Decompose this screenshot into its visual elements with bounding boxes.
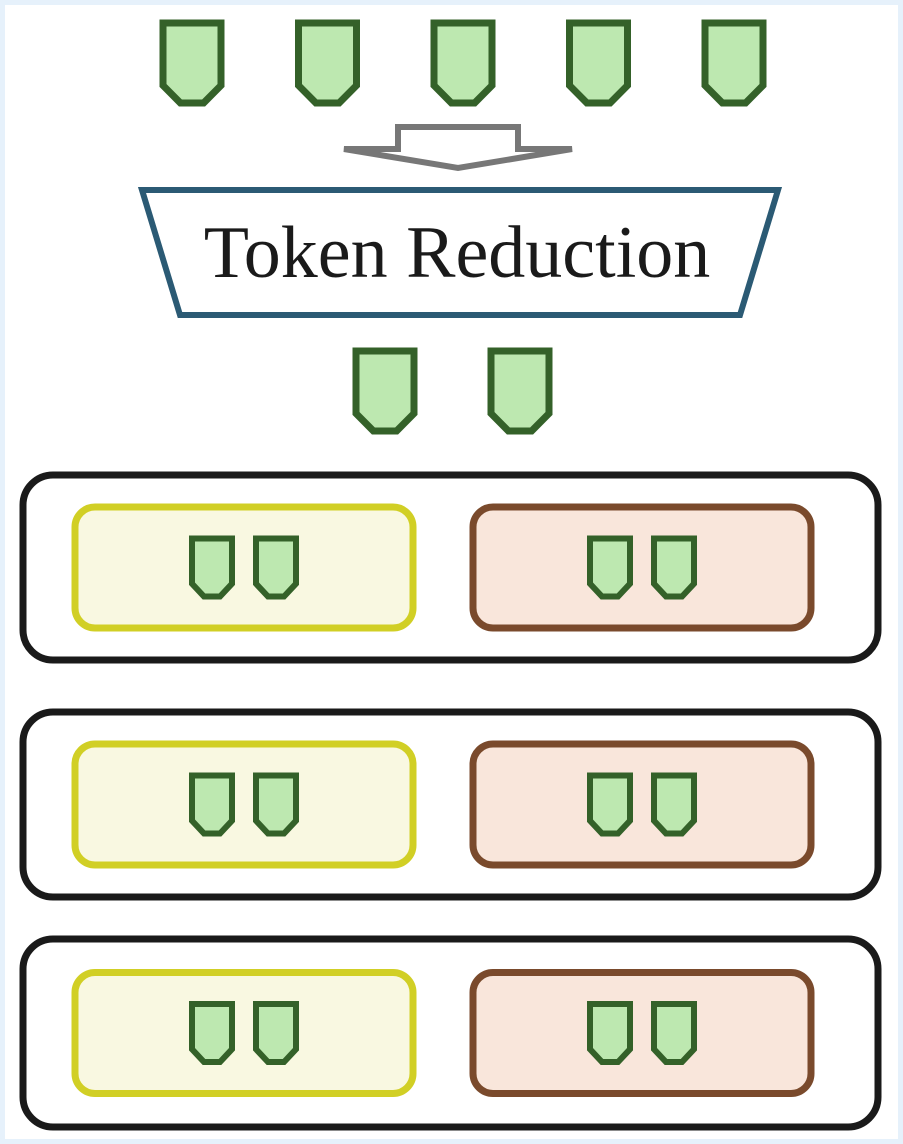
block-b xyxy=(469,503,815,632)
input-token xyxy=(159,19,225,107)
reduced-token xyxy=(487,347,553,435)
block-b-token xyxy=(651,535,697,600)
input-token xyxy=(295,19,360,107)
block-b-token xyxy=(587,535,633,600)
block-a-token xyxy=(253,1001,299,1065)
reduced-tokens xyxy=(352,347,553,435)
block-b xyxy=(469,969,815,1097)
layer-stack xyxy=(19,471,882,1131)
block-b-token xyxy=(651,772,697,837)
input-token xyxy=(566,19,631,107)
block-a-token xyxy=(253,535,299,600)
token-reduction-block: Token Reduction xyxy=(137,187,783,318)
token-reduction-trapezoid xyxy=(137,187,783,318)
input-token xyxy=(701,19,767,107)
block-b-token xyxy=(651,1001,697,1065)
layer xyxy=(19,708,882,901)
token-reduction-diagram: Token Reduction xyxy=(19,19,882,1131)
diagram-canvas: Token Reduction xyxy=(5,5,898,1139)
token-reduction-label: Token Reduction xyxy=(204,212,711,294)
input-tokens xyxy=(159,19,767,107)
block-a-token xyxy=(253,772,299,837)
block-a xyxy=(71,969,417,1097)
block-b-token xyxy=(587,772,633,837)
block-a-token xyxy=(189,1001,235,1065)
reduced-token xyxy=(352,347,418,435)
down-arrow xyxy=(343,124,573,172)
block-a-token xyxy=(189,535,235,600)
block-a xyxy=(71,740,417,869)
block-b xyxy=(469,740,815,869)
layer xyxy=(19,935,882,1131)
block-a xyxy=(71,503,417,632)
layer xyxy=(19,471,882,664)
block-a-token xyxy=(189,772,235,837)
block-b-token xyxy=(587,1001,633,1065)
input-token xyxy=(430,19,496,107)
